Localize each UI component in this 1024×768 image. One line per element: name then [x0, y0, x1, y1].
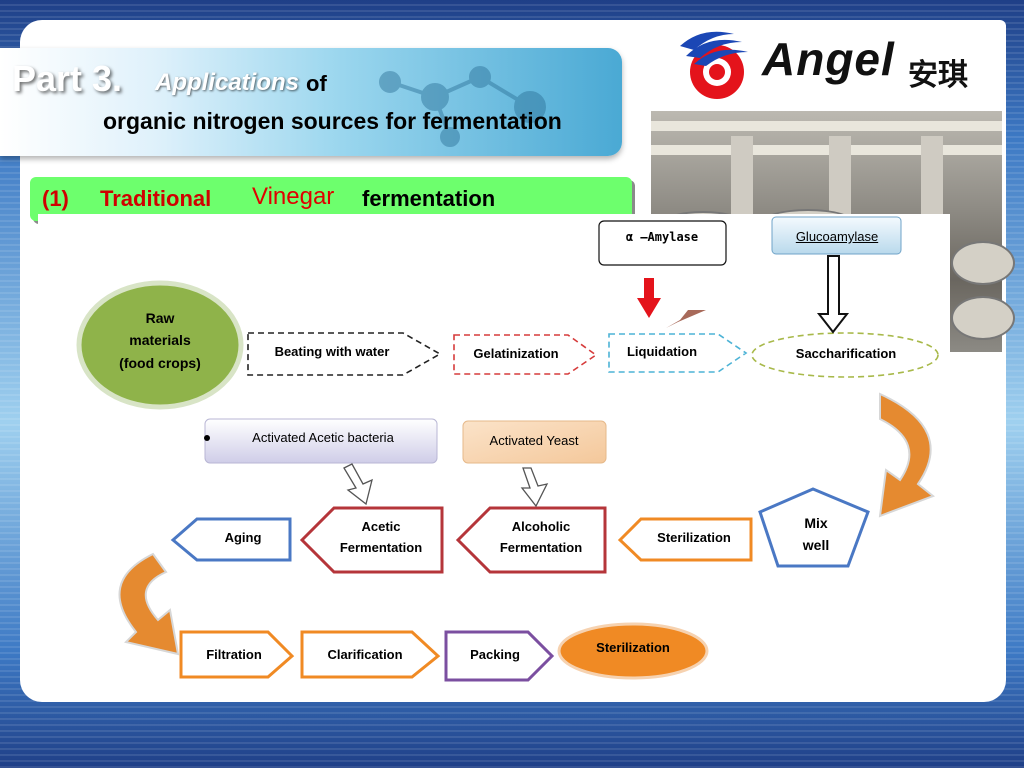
yeast-box	[462, 420, 607, 464]
beating-label: Beating with water	[274, 344, 390, 359]
subtitle-number: (1)	[42, 186, 69, 211]
sterilization-final-label: Sterilization	[596, 640, 670, 655]
aging-shape	[170, 517, 292, 562]
aging-label: Aging	[224, 530, 262, 545]
of-heading: of	[306, 71, 327, 96]
alcoholic-line-2: Fermentation	[499, 539, 583, 555]
applications-heading: Applications	[155, 69, 300, 96]
photo-vat	[951, 241, 1015, 285]
open-arrow-acetic	[343, 463, 373, 506]
yeast-label: Activated Yeast	[489, 433, 579, 448]
acetic-line-2: Fermentation	[339, 539, 423, 555]
angel-logo-icon	[680, 31, 748, 99]
liquidation-shape	[608, 333, 748, 373]
mix-well-shape	[758, 487, 870, 568]
acetic-label: Acetic Fermentation	[326, 517, 436, 559]
orange-curve-arrow-left	[118, 552, 180, 656]
title-line-two: organic nitrogen sources for fermentatio…	[103, 108, 562, 134]
subtitle-bar	[30, 177, 632, 221]
photo-beam	[651, 145, 1002, 155]
bullet-dot	[204, 435, 210, 441]
packing-shape	[444, 630, 555, 682]
subtitle-fermentation: fermentation	[362, 186, 496, 211]
alcoholic-label: Alcoholic Fermentation	[482, 517, 600, 559]
open-arrow-yeast	[520, 467, 549, 508]
sterilization-shape	[617, 517, 753, 562]
sterilization-final-shape	[557, 622, 709, 680]
alcoholic-line-1: Alcoholic	[511, 519, 571, 534]
photo-pillar	[731, 136, 753, 226]
beating-shape	[247, 332, 442, 376]
raw-line-3: (food crops)	[119, 354, 201, 371]
packing-label: Packing	[470, 647, 520, 662]
logo-chinese: 安琪	[908, 59, 968, 92]
logo-wordmark: Angel	[762, 33, 895, 85]
acetic-bacteria-label: Activated Acetic bacteria	[252, 430, 394, 445]
acetic-line-1: Acetic	[361, 519, 401, 534]
acetic-bacteria-box	[204, 418, 438, 464]
photo-beam	[651, 121, 1002, 131]
raw-line-2: materials	[129, 332, 191, 349]
raw-line-1: Raw	[145, 310, 175, 326]
filtration-shape	[179, 630, 295, 679]
sterilization-label: Sterilization	[657, 530, 731, 545]
liquidation-label: Liquidation	[626, 344, 698, 359]
raw-materials-circle	[76, 280, 244, 410]
acetic-shape	[299, 506, 444, 574]
brown-arrow	[666, 310, 706, 328]
filtration-label: Filtration	[206, 647, 262, 662]
alpha-amylase-box	[598, 220, 727, 266]
red-down-arrow	[637, 278, 661, 318]
title-band	[0, 48, 622, 156]
part-heading: Part 3.	[12, 58, 123, 99]
orange-curve-arrow-right	[878, 392, 935, 518]
gelatinization-label: Gelatinization	[473, 346, 559, 361]
photo-pillar	[921, 136, 943, 236]
gelatinization-shape	[453, 334, 598, 375]
photo-pillar	[829, 136, 851, 226]
diagram-shapes	[76, 216, 939, 682]
raw-materials-label: Raw materials (food crops)	[99, 307, 221, 374]
photo-vat	[951, 296, 1015, 340]
subtitle-vinegar: Vinegar	[252, 183, 335, 210]
mix-line-2: well	[802, 537, 830, 554]
alcoholic-shape	[455, 506, 607, 574]
mix-well-label: Mix well	[771, 512, 861, 557]
alpha-amylase-label: α –Amylase	[625, 230, 699, 244]
mix-line-1: Mix	[804, 515, 828, 531]
saccharification-shape	[751, 332, 939, 378]
glucoamylase-box	[771, 216, 902, 255]
clarification-shape	[300, 630, 441, 679]
subtitle-traditional: Traditional	[100, 186, 212, 211]
molecule-icon	[379, 66, 546, 147]
saccharification-label: Saccharification	[795, 346, 897, 361]
process-diagram: Raw materials (food crops) Beating with …	[38, 214, 950, 690]
glucoamylase-label: Glucoamylase	[795, 229, 879, 244]
clarification-label: Clarification	[327, 647, 403, 662]
black-down-arrow	[816, 255, 850, 334]
